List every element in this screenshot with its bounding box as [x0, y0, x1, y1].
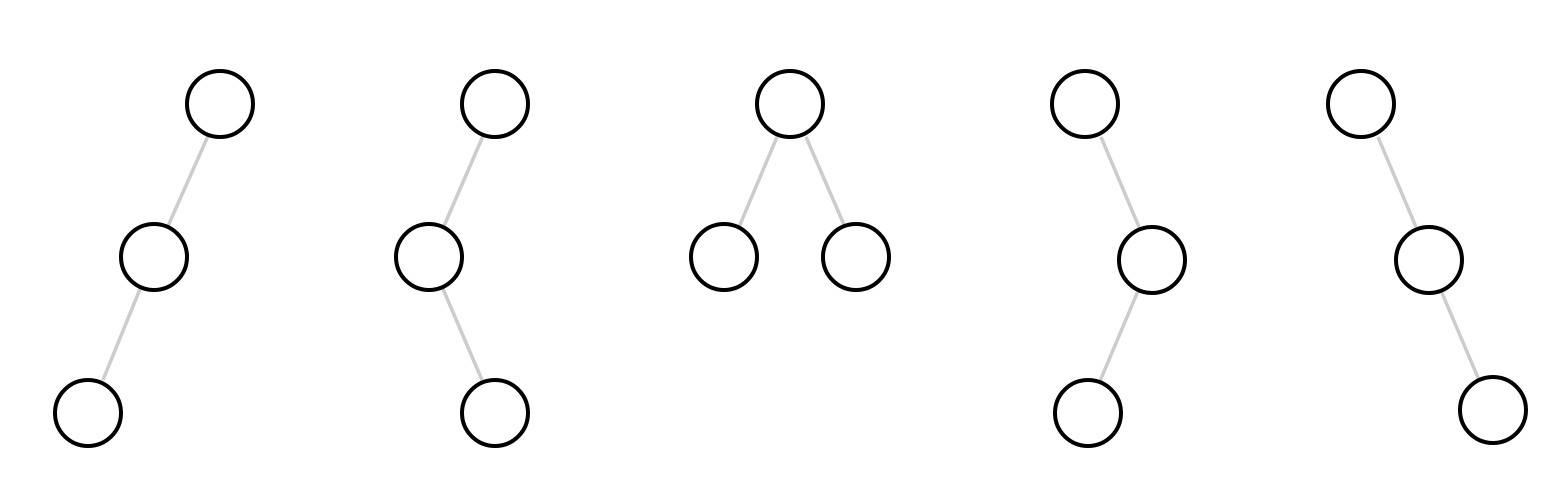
node-root [1326, 69, 1396, 139]
node-root [185, 69, 255, 139]
node-left-child [119, 222, 189, 292]
node-left-right-grandchild [460, 378, 530, 448]
edge-left-child-to-left-left-grandchild [101, 288, 142, 381]
node-root [1050, 69, 1120, 139]
edge-root-to-left-child [166, 135, 210, 227]
edge-root-to-left-child [442, 135, 485, 227]
edge-right-child-to-right-left-grandchild [1098, 290, 1140, 382]
node-right-child [1117, 225, 1187, 295]
edge-left-child-to-left-right-grandchild [441, 288, 484, 381]
node-right-right-grandchild [1458, 375, 1528, 445]
node-left-left-grandchild [53, 378, 123, 448]
tree-left-right [394, 69, 530, 448]
node-left-child [689, 222, 759, 292]
tree-balanced [689, 69, 891, 292]
tree-right-right [1326, 69, 1528, 445]
tree-right-left [1050, 69, 1187, 448]
node-left-child [394, 222, 464, 292]
node-right-child [1394, 225, 1464, 295]
edge-root-to-left-child [737, 136, 779, 228]
node-right-child [821, 222, 891, 292]
node-root [460, 69, 530, 139]
edge-root-to-right-child [804, 136, 847, 228]
edge-right-child-to-right-right-grandchild [1440, 292, 1481, 381]
node-root [755, 69, 825, 139]
edge-root-to-right-child [1099, 136, 1141, 228]
node-right-left-grandchild [1053, 378, 1123, 448]
tree-left-left [53, 69, 255, 448]
edge-root-to-right-child [1376, 136, 1418, 228]
